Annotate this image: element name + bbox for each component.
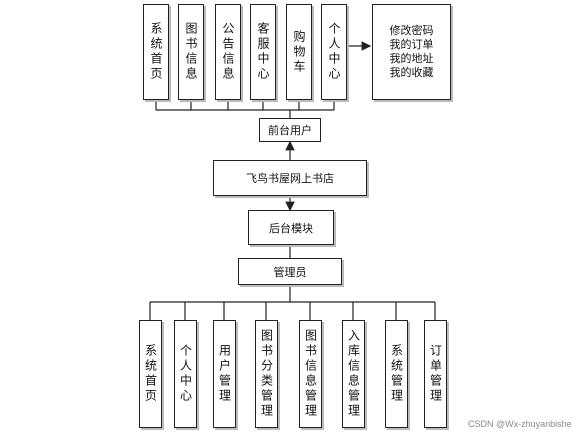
admin-module-order-management: 订单管理 [424,320,447,428]
module-label: 图书信息管理 [303,329,318,419]
module-label: 个人中心 [327,22,341,82]
admin-module-personal-center: 个人中心 [174,320,197,428]
module-label: 购物车 [292,29,306,75]
system-name-node: 飞鸟书屋网上书店 [213,160,367,196]
module-label: 图书分类管理 [259,329,274,419]
module-label: 个人中心 [178,344,193,404]
personal-center-details: 修改密码 我的订单 我的地址 我的收藏 [372,4,451,100]
module-shopping-cart: 购物车 [286,4,312,100]
module-announcement: 公告信息 [215,4,241,100]
admin-module-book-category: 图书分类管理 [255,320,278,428]
detail-item: 我的订单 [389,38,434,51]
watermark-text: CSDN @Wx-zhuyanbishe [468,419,572,429]
detail-item: 我的收藏 [389,66,434,79]
backend-module-node: 后台模块 [248,210,334,245]
module-label: 客服中心 [256,22,270,82]
module-label: 系统管理 [389,344,404,404]
module-personal-center: 个人中心 [321,4,347,100]
module-book-info: 图书信息 [178,4,204,100]
module-label: 公告信息 [221,22,235,82]
module-label: 系统首页 [149,22,163,82]
detail-item: 修改密码 [389,24,434,37]
admin-module-system-home: 系统首页 [139,320,162,428]
module-label: 图书信息 [184,22,198,82]
module-label: 用户管理 [217,344,232,404]
admin-module-book-info: 图书信息管理 [299,320,322,428]
admin-module-system-management: 系统管理 [385,320,408,428]
module-system-home: 系统首页 [143,4,169,100]
module-label: 系统首页 [143,344,158,404]
admin-module-stock-in: 入库信息管理 [342,320,365,428]
frontend-user-node: 前台用户 [259,118,321,142]
admin-node: 管理员 [238,258,342,285]
admin-module-user-management: 用户管理 [213,320,236,428]
module-label: 订单管理 [428,344,443,404]
module-customer-service: 客服中心 [250,4,276,100]
module-label: 入库信息管理 [346,329,361,419]
detail-item: 我的地址 [389,52,434,65]
